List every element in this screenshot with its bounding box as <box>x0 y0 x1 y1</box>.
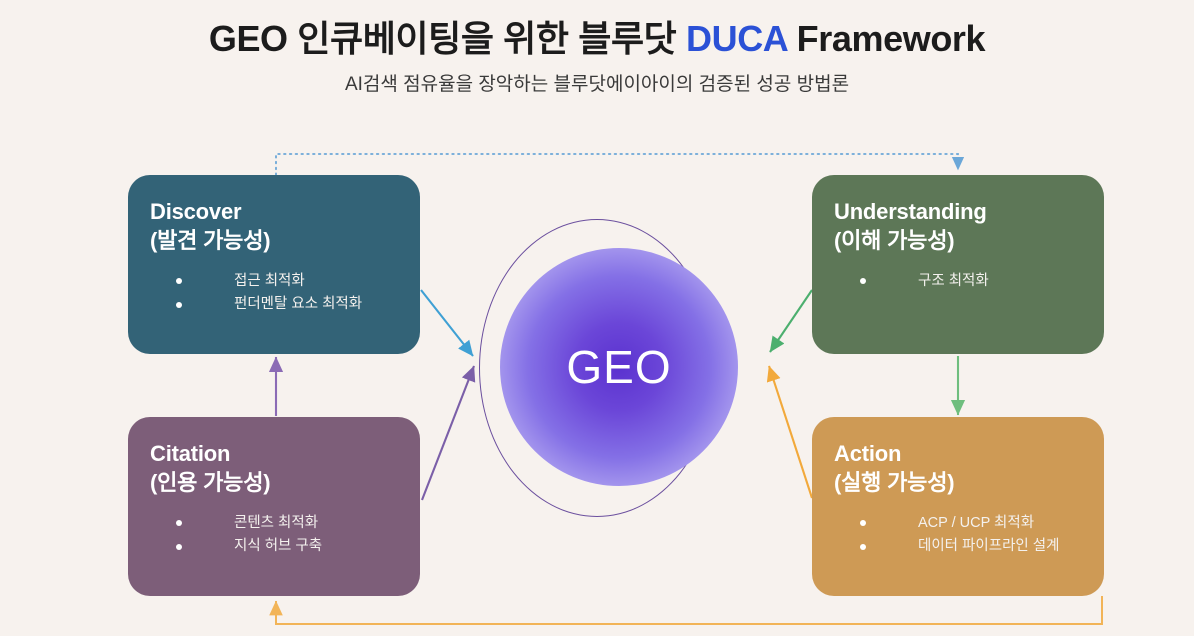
list-item: 지식 허브 구축 <box>176 535 400 558</box>
page-title: GEO 인큐베이팅을 위한 블루닷 DUCA Framework <box>0 18 1194 60</box>
connector-action-to-citation <box>269 596 1103 625</box>
geo-core-circle: GEO <box>500 248 738 486</box>
list-item-label: 데이터 파이프라인 설계 <box>918 537 1060 554</box>
card-citation-title: Citation (인용 가능성) <box>150 441 271 496</box>
list-item-label: ACP / UCP 최적화 <box>918 514 1035 531</box>
card-action[interactable]: Action (실행 가능성) ACP / UCP 최적화 데이터 파이프라인 … <box>812 417 1104 596</box>
page-title-part1: GEO 인큐베이팅을 위한 블루닷 <box>208 18 686 59</box>
list-item: 접근 최적화 <box>176 270 400 293</box>
list-item-label: 구조 최적화 <box>918 272 989 289</box>
page-title-accent: DUCA <box>686 18 788 59</box>
card-citation[interactable]: Citation (인용 가능성) 콘텐츠 최적화 지식 허브 구축 <box>128 417 420 596</box>
list-item: 구조 최적화 <box>860 270 1084 293</box>
bullet-icon <box>860 520 866 527</box>
list-item: 데이터 파이프라인 설계 <box>860 535 1084 558</box>
card-action-title: Action (실행 가능성) <box>834 441 955 496</box>
card-understanding-title: Understanding (이해 가능성) <box>834 199 987 254</box>
page-subtitle: AI검색 점유율을 장악하는 블루닷에이아이의 검증된 성공 방법론 <box>344 74 850 96</box>
list-item-label: 지식 허브 구축 <box>234 537 323 554</box>
list-item: 콘텐츠 최적화 <box>176 512 400 535</box>
geo-core-label: GEO <box>566 341 672 393</box>
list-item-label: 콘텐츠 최적화 <box>234 514 319 531</box>
card-citation-list: 콘텐츠 최적화 지식 허브 구축 <box>150 512 400 559</box>
page-header: GEO 인큐베이팅을 위한 블루닷 DUCA Framework AI검색 점유… <box>0 0 1194 97</box>
card-understanding[interactable]: Understanding (이해 가능성) 구조 최적화 <box>812 175 1104 354</box>
list-item-label: 접근 최적화 <box>234 272 305 289</box>
connector-discover-to-center <box>420 289 474 357</box>
bullet-icon <box>176 520 182 527</box>
list-item-label: 펀더멘탈 요소 최적화 <box>234 295 363 312</box>
list-item: 펀더멘탈 요소 최적화 <box>176 293 400 316</box>
connector-citation-to-center <box>421 365 476 501</box>
bullet-icon <box>860 278 866 285</box>
page-title-part2: Framework <box>787 18 986 59</box>
card-understanding-list: 구조 최적화 <box>834 270 1084 293</box>
list-item: ACP / UCP 최적화 <box>860 512 1084 535</box>
card-discover-title: Discover (발견 가능성) <box>150 199 271 254</box>
card-action-list: ACP / UCP 최적화 데이터 파이프라인 설계 <box>834 512 1084 559</box>
connector-discover-to-understanding <box>275 153 965 176</box>
card-discover-list: 접근 최적화 펀더멘탈 요소 최적화 <box>150 270 400 317</box>
bullet-icon <box>176 301 182 308</box>
bullet-icon <box>176 543 182 550</box>
card-discover[interactable]: Discover (발견 가능성) 접근 최적화 펀더멘탈 요소 최적화 <box>128 175 420 354</box>
bullet-icon <box>860 543 866 550</box>
connector-action-to-center <box>766 365 813 499</box>
bullet-icon <box>176 278 182 285</box>
connector-understanding-to-center <box>769 289 813 353</box>
